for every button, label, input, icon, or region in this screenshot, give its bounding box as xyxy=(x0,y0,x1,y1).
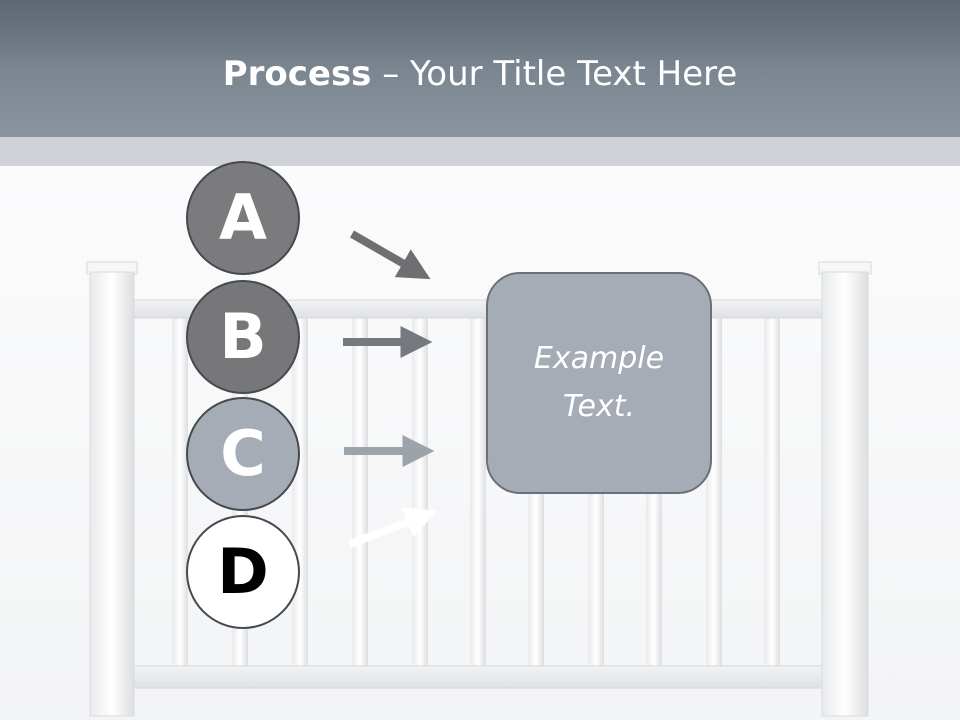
step-a-letter: A xyxy=(219,181,267,254)
arrow-d xyxy=(348,507,438,548)
title-bar xyxy=(0,0,960,137)
title-bar-strip xyxy=(0,137,960,166)
title-bold: Process xyxy=(222,54,372,94)
example-text: Example Text. xyxy=(533,341,665,424)
fence-left-post xyxy=(86,261,138,717)
step-b-letter: B xyxy=(219,300,267,373)
step-c-letter: C xyxy=(220,417,266,490)
step-d-circle: D xyxy=(186,515,300,629)
example-text-box: Example Text. xyxy=(486,272,712,494)
step-d-letter: D xyxy=(217,535,269,608)
slide-title: Process – Your Title Text Here xyxy=(0,50,960,98)
step-b-circle: B xyxy=(186,280,300,394)
step-c-circle: C xyxy=(186,397,300,511)
step-a-circle: A xyxy=(186,161,300,275)
title-rest: – Your Title Text Here xyxy=(371,54,738,94)
fence-right-post xyxy=(818,261,872,717)
arrow-a xyxy=(350,230,431,280)
